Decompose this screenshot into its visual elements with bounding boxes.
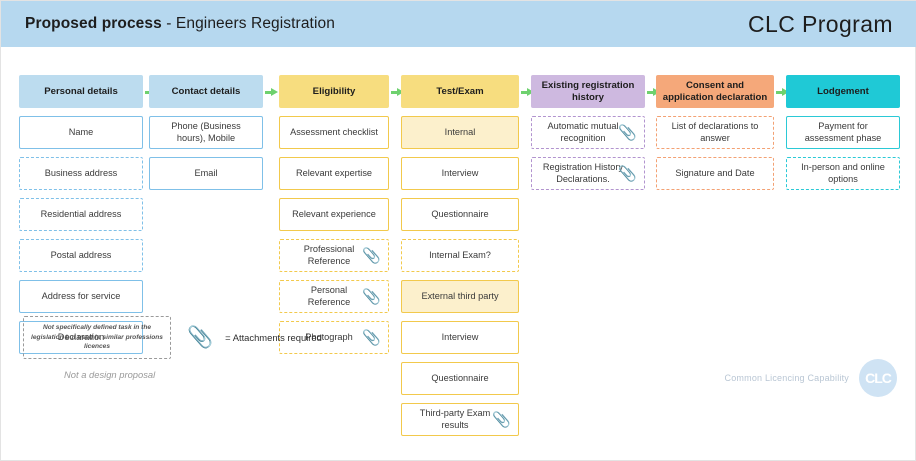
page-title-bold: Proposed process: [25, 15, 162, 32]
attachment-icon: 📎: [492, 411, 511, 428]
process-item[interactable]: Phone (Business hours), Mobile: [149, 116, 263, 149]
attachment-icon: 📎: [362, 329, 381, 346]
process-item[interactable]: Relevant experience: [279, 198, 389, 231]
footer: Common Licencing Capability CLC: [725, 359, 897, 397]
process-item-label: Personal Reference: [307, 285, 351, 307]
process-item[interactable]: Questionnaire: [401, 198, 519, 231]
process-item-label: Interview: [441, 167, 479, 178]
process-item-label: External third party: [421, 290, 499, 301]
process-item[interactable]: Postal address: [19, 239, 143, 272]
process-item[interactable]: Business address: [19, 157, 143, 190]
process-item-label: Interview: [441, 331, 479, 342]
attachment-icon: 📎: [362, 247, 381, 264]
process-item-label: Registration History Declarations.: [542, 162, 624, 184]
process-item[interactable]: External third party: [401, 280, 519, 313]
clc-logo-label: CLC: [865, 370, 892, 386]
process-item[interactable]: List of declarations to answer: [656, 116, 774, 149]
process-item-label: Postal address: [50, 249, 112, 260]
column-header-consent-and-application-declaration[interactable]: Consent and application declaration: [656, 75, 774, 108]
process-item[interactable]: Interview: [401, 321, 519, 354]
process-item[interactable]: Residential address: [19, 198, 143, 231]
clc-logo-icon: CLC: [859, 359, 897, 397]
process-item-label: Professional Reference: [303, 244, 355, 266]
process-item[interactable]: Relevant expertise: [279, 157, 389, 190]
process-item[interactable]: Internal: [401, 116, 519, 149]
process-item-label: Business address: [44, 167, 118, 178]
arrow-right-icon: [521, 88, 534, 97]
footer-text: Common Licencing Capability: [724, 373, 849, 383]
process-item[interactable]: Personal Reference 📎: [279, 280, 389, 313]
page-title-subtitle: - Engineers Registration: [161, 15, 335, 32]
process-item-label: Relevant expertise: [295, 167, 373, 178]
process-item[interactable]: Email: [149, 157, 263, 190]
legend-attachment-label: = Attachments required: [225, 331, 322, 343]
page-title: Proposed process - Engineers Registratio…: [25, 15, 335, 33]
column-header-eligibility[interactable]: Eligibility: [279, 75, 389, 108]
process-item-label: Third-party Exam results: [419, 408, 491, 430]
process-item-label: Phone (Business hours), Mobile: [171, 121, 241, 143]
column-header-existing-registration-history[interactable]: Existing registration history: [531, 75, 645, 108]
process-item-label: Address for service: [41, 290, 121, 301]
column-header-contact-details[interactable]: Contact details: [149, 75, 263, 108]
disclaimer-note: Not a design proposal: [64, 369, 156, 380]
process-item-label: List of declarations to answer: [671, 121, 759, 143]
process-item-label: Email: [194, 167, 218, 178]
process-item[interactable]: Photograph 📎: [279, 321, 389, 354]
arrow-right-icon: [265, 88, 278, 97]
process-item-label: Assessment checklist: [290, 126, 378, 137]
page-header: Proposed process - Engineers Registratio…: [1, 1, 916, 47]
process-item-label: Internal Exam?: [429, 249, 491, 260]
arrow-right-icon: [391, 88, 404, 97]
attachment-icon: 📎: [187, 325, 214, 349]
process-item[interactable]: Assessment checklist: [279, 116, 389, 149]
process-item-label: Signature and Date: [675, 167, 755, 178]
process-item-label: Photograph: [305, 331, 353, 342]
column-header-personal-details[interactable]: Personal details: [19, 75, 143, 108]
process-item[interactable]: Payment for assessment phase: [786, 116, 900, 149]
column-header-lodgement[interactable]: Lodgement: [786, 75, 900, 108]
process-item-label: Internal: [444, 126, 476, 137]
process-item-label: Payment for assessment phase: [804, 121, 882, 143]
process-item[interactable]: Questionnaire: [401, 362, 519, 395]
process-item-label: Questionnaire: [431, 372, 489, 383]
process-item[interactable]: Third-party Exam results📎: [401, 403, 519, 436]
process-item[interactable]: In-person and online options: [786, 157, 900, 190]
legend-dashed-sample: Not specifically defined task in the leg…: [23, 316, 171, 359]
process-item-label: Residential address: [40, 208, 122, 219]
attachment-icon: 📎: [618, 124, 637, 141]
process-item[interactable]: Professional Reference 📎: [279, 239, 389, 272]
attachment-icon: 📎: [618, 165, 637, 182]
process-item-label: Name: [68, 126, 94, 137]
process-item[interactable]: Name: [19, 116, 143, 149]
process-item-label: Relevant experience: [292, 208, 376, 219]
process-item[interactable]: Declaration: [19, 321, 143, 354]
column-header-test-exam[interactable]: Test/Exam: [401, 75, 519, 108]
process-item-label: Declaration: [57, 331, 105, 342]
process-item[interactable]: Internal Exam?: [401, 239, 519, 272]
process-item[interactable]: Address for service: [19, 280, 143, 313]
brand-logo-text: CLC Program: [748, 10, 893, 37]
process-item[interactable]: Registration History Declarations.📎: [531, 157, 645, 190]
process-item[interactable]: Signature and Date: [656, 157, 774, 190]
process-item-label: Questionnaire: [431, 208, 489, 219]
arrow-right-icon: [776, 88, 789, 97]
process-item[interactable]: Automatic mutual recognition📎: [531, 116, 645, 149]
process-item-label: Automatic mutual recognition: [547, 121, 619, 143]
legend: Not specifically defined task in the leg…: [23, 316, 322, 359]
process-item[interactable]: Interview: [401, 157, 519, 190]
attachment-icon: 📎: [362, 288, 381, 305]
process-item-label: In-person and online options: [801, 162, 885, 184]
